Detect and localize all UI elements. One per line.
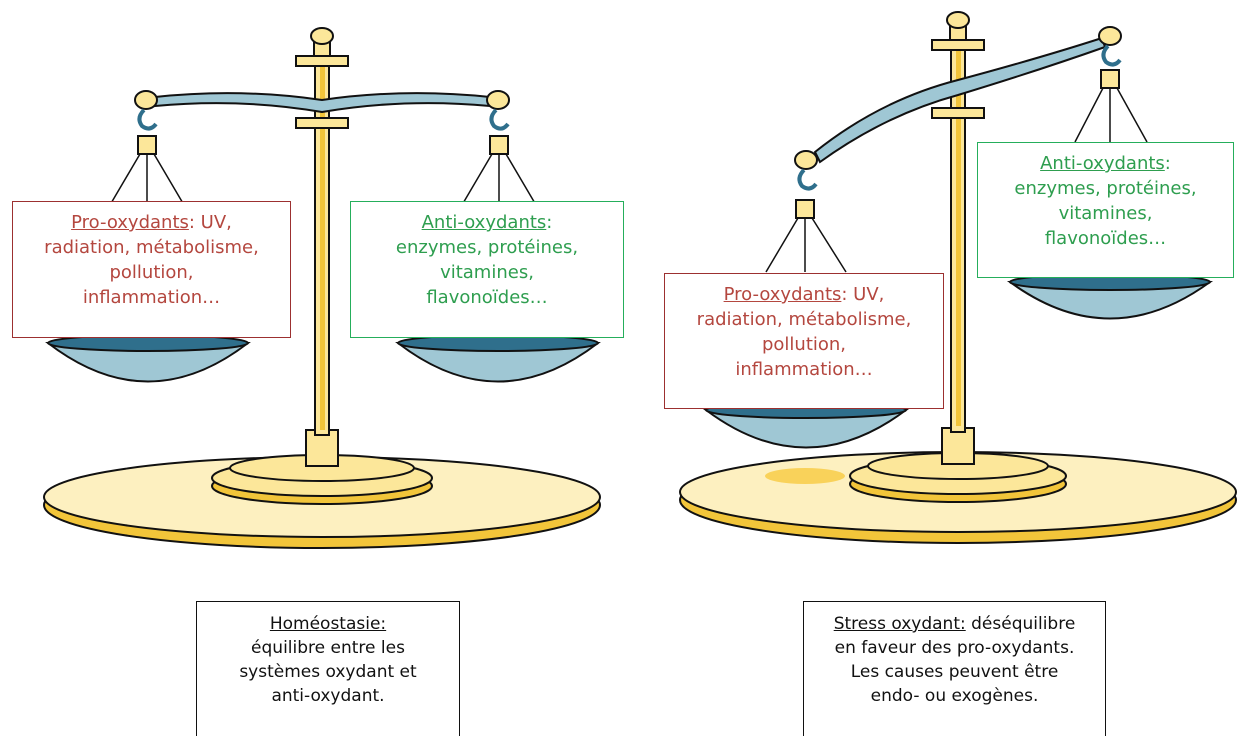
left-pro-title: Pro-oxydants bbox=[71, 212, 189, 233]
right-anti-line-1: enzymes, protéines, bbox=[1014, 178, 1197, 199]
homeostasis-title-line: Homéostasie: bbox=[197, 612, 459, 636]
left-anti-title-line: Anti-oxydants: bbox=[351, 210, 623, 235]
left-anti-rest: : bbox=[546, 212, 553, 233]
oxidative-stress-title: Stress oxydant: bbox=[833, 614, 966, 634]
oxidative-stress-caption-box: Stress oxydant: déséquilibre en faveur d… bbox=[803, 601, 1106, 736]
homeostasis-line-1: équilibre entre les bbox=[251, 638, 405, 658]
right-pro-title-line: Pro-oxydants: UV, bbox=[665, 282, 943, 307]
right-pro-line-3: inflammation… bbox=[735, 359, 873, 380]
right-pro-oxidants-box: Pro-oxydants: UV, radiation, métabolisme… bbox=[664, 273, 944, 409]
homeostasis-line-2: systèmes oxydant et bbox=[239, 662, 417, 682]
right-anti-title-line: Anti-oxydants: bbox=[978, 151, 1233, 176]
right-pro-line-2: pollution, bbox=[761, 334, 847, 355]
left-pro-oxidants-box: Pro-oxydants: UV, radiation, métabolisme… bbox=[12, 201, 291, 338]
oxidative-stress-line-2: Les causes peuvent être bbox=[850, 662, 1059, 682]
left-pro-line-3: inflammation… bbox=[82, 287, 221, 308]
left-anti-oxidants-box: Anti-oxydants: enzymes, protéines, vitam… bbox=[350, 201, 624, 338]
right-pro-title: Pro-oxydants bbox=[723, 284, 842, 305]
right-anti-rest: : bbox=[1164, 153, 1171, 174]
right-pro-rest: : UV, bbox=[841, 284, 885, 305]
oxidative-stress-title-line: Stress oxydant: déséquilibre bbox=[804, 612, 1105, 636]
left-pro-rest: : UV, bbox=[188, 212, 232, 233]
left-anti-title: Anti-oxydants bbox=[421, 212, 547, 233]
left-pro-line-2: pollution, bbox=[109, 262, 194, 283]
oxidative-stress-rest: déséquilibre bbox=[965, 614, 1076, 634]
left-anti-line-1: enzymes, protéines, bbox=[395, 237, 579, 258]
homeostasis-caption-box: Homéostasie: équilibre entre les système… bbox=[196, 601, 460, 736]
left-anti-line-3: flavonoïdes… bbox=[426, 287, 548, 308]
homeostasis-title: Homéostasie: bbox=[269, 614, 387, 634]
right-anti-oxidants-box: Anti-oxydants: enzymes, protéines, vitam… bbox=[977, 142, 1234, 278]
homeostasis-line-3: anti-oxydant. bbox=[271, 686, 385, 706]
left-balance-scale bbox=[43, 27, 601, 549]
right-anti-line-2: vitamines, bbox=[1058, 203, 1153, 224]
right-pro-line-1: radiation, métabolisme, bbox=[696, 309, 912, 330]
oxidative-stress-line-3: endo- ou exogènes. bbox=[870, 686, 1039, 706]
right-anti-line-3: flavonoïdes… bbox=[1044, 228, 1167, 249]
left-pro-title-line: Pro-oxydants: UV, bbox=[13, 210, 290, 235]
left-pro-line-1: radiation, métabolisme, bbox=[44, 237, 259, 258]
oxidative-stress-line-1: en faveur des pro-oxydants. bbox=[834, 638, 1075, 658]
right-anti-title: Anti-oxydants bbox=[1040, 153, 1165, 174]
left-anti-line-2: vitamines, bbox=[440, 262, 534, 283]
